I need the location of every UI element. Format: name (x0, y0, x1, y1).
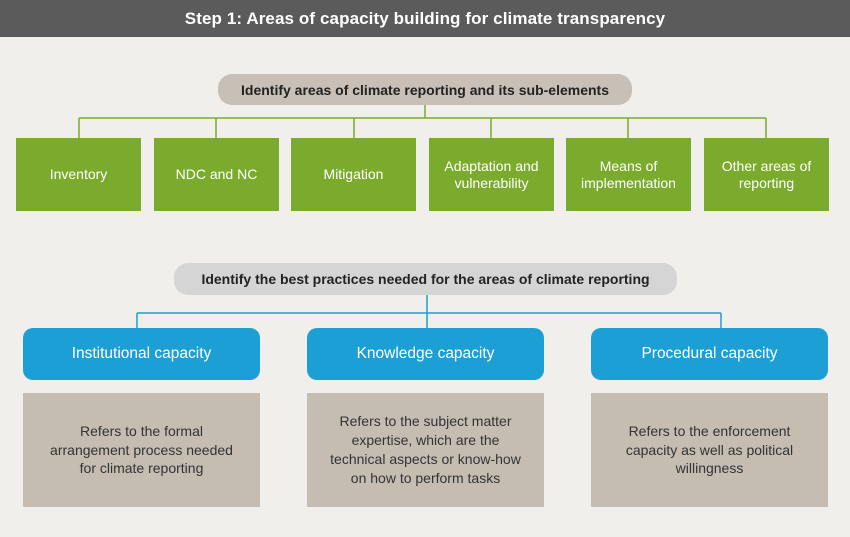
institutional-capacity-description: Refers to the formal arrangement process… (23, 393, 260, 507)
identify-practices-pill: Identify the best practices needed for t… (174, 263, 677, 295)
area-inventory: Inventory (16, 138, 141, 211)
procedural-capacity-box: Procedural capacity (591, 328, 828, 380)
blue-connectors (136, 295, 722, 328)
area-mitigation: Mitigation (291, 138, 416, 211)
institutional-capacity-box: Institutional capacity (23, 328, 260, 380)
procedural-capacity-description: Refers to the enforcement capacity as we… (591, 393, 828, 507)
diagram-title: Step 1: Areas of capacity building for c… (0, 0, 850, 37)
knowledge-capacity-box: Knowledge capacity (307, 328, 544, 380)
identify-areas-pill: Identify areas of climate reporting and … (218, 74, 632, 105)
area-adaptation: Adaptation and vulnerability (429, 138, 554, 211)
area-ndc-nc: NDC and NC (154, 138, 279, 211)
knowledge-capacity-description: Refers to the subject matter expertise, … (307, 393, 544, 507)
area-other-reporting: Other areas of reporting (704, 138, 829, 211)
area-means-of-implementation: Means of implementation (566, 138, 691, 211)
green-connectors (78, 105, 767, 138)
